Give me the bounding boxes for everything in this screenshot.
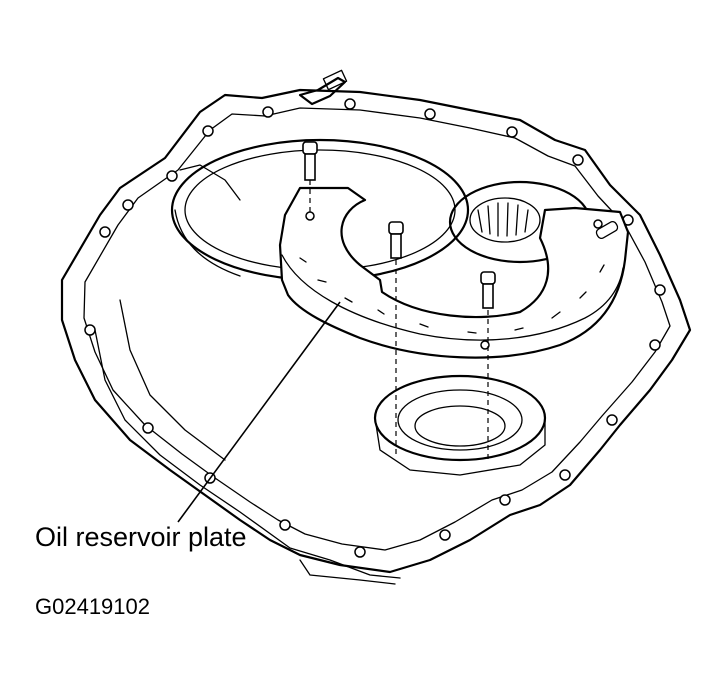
bolt-left	[302, 141, 318, 181]
bolt-right	[480, 271, 496, 309]
breather-shaft	[298, 69, 348, 106]
bolt-center	[388, 221, 404, 259]
bolts	[302, 141, 496, 309]
oil-reservoir-plate	[278, 186, 630, 359]
lower-bore	[373, 374, 547, 476]
flange-bolt-holes	[84, 98, 666, 558]
callout-label: Oil reservoir plate	[35, 522, 247, 552]
transmission-case	[60, 88, 692, 585]
callout-leader-line	[177, 301, 341, 523]
figure-code: G02419102	[35, 594, 150, 619]
alignment-lines	[309, 180, 489, 462]
